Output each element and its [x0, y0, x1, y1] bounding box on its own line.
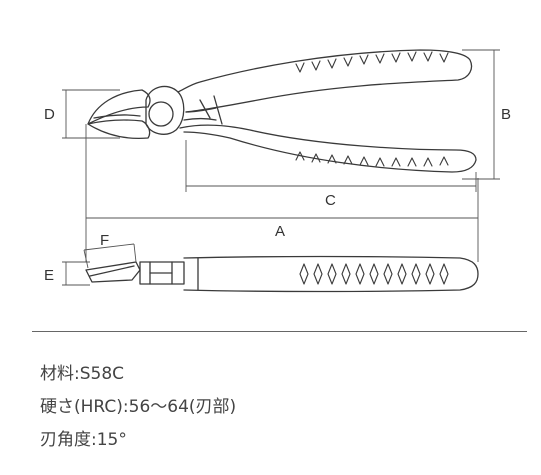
spec-separator: :	[74, 364, 80, 384]
spec-row-material: 材料:S58C	[40, 362, 236, 395]
pivot-body	[145, 85, 185, 135]
pliers-top-view	[87, 49, 477, 173]
spec-label: 刃角度	[40, 430, 91, 450]
dimension-label-e: E	[44, 267, 54, 284]
spec-separator: :	[122, 397, 129, 417]
spec-value: S58C	[79, 364, 125, 384]
spec-value: 56〜64(刃部)	[128, 397, 237, 417]
neck-rib-2	[213, 95, 223, 125]
spec-row-blade-angle: 刃角度:15°	[40, 428, 236, 461]
dimension-label-b: B	[501, 106, 511, 123]
neck-line-lower	[183, 117, 217, 121]
pliers-side-view	[85, 255, 479, 293]
pivot-rivet	[148, 101, 174, 127]
upper-grip-teeth	[295, 51, 449, 73]
spec-label: 硬さ(HRC)	[40, 397, 123, 417]
spec-label: 材料	[40, 364, 74, 384]
spec-separator: :	[91, 430, 97, 450]
dimension-label-d: D	[44, 106, 55, 123]
section-divider	[32, 331, 527, 332]
side-handle	[183, 255, 479, 293]
lower-jaw	[87, 119, 151, 140]
pliers-drawing: D B C A F E	[44, 49, 511, 293]
dimension-label-f: F	[100, 232, 109, 249]
side-jaw	[85, 261, 141, 283]
lower-handle-outline	[179, 124, 477, 173]
dimension-lines	[62, 49, 500, 286]
spec-row-hardness: 硬さ(HRC):56〜64(刃部)	[40, 395, 236, 428]
jaw-edge-line	[93, 114, 141, 119]
side-joint	[139, 261, 185, 285]
upper-jaw	[87, 89, 151, 125]
lower-grip-teeth	[295, 151, 449, 167]
side-grip-diamonds	[299, 263, 449, 285]
side-jaw-edge	[89, 265, 135, 277]
spec-list: 材料:S58C 硬さ(HRC):56〜64(刃部) 刃角度:15°	[40, 362, 236, 461]
neck-line-upper	[185, 107, 217, 113]
spec-value: 15°	[96, 430, 127, 450]
dimension-label-a: A	[275, 223, 285, 240]
upper-handle-outline	[177, 49, 473, 113]
dimension-label-c: C	[325, 192, 336, 209]
neck-rib	[199, 99, 211, 119]
